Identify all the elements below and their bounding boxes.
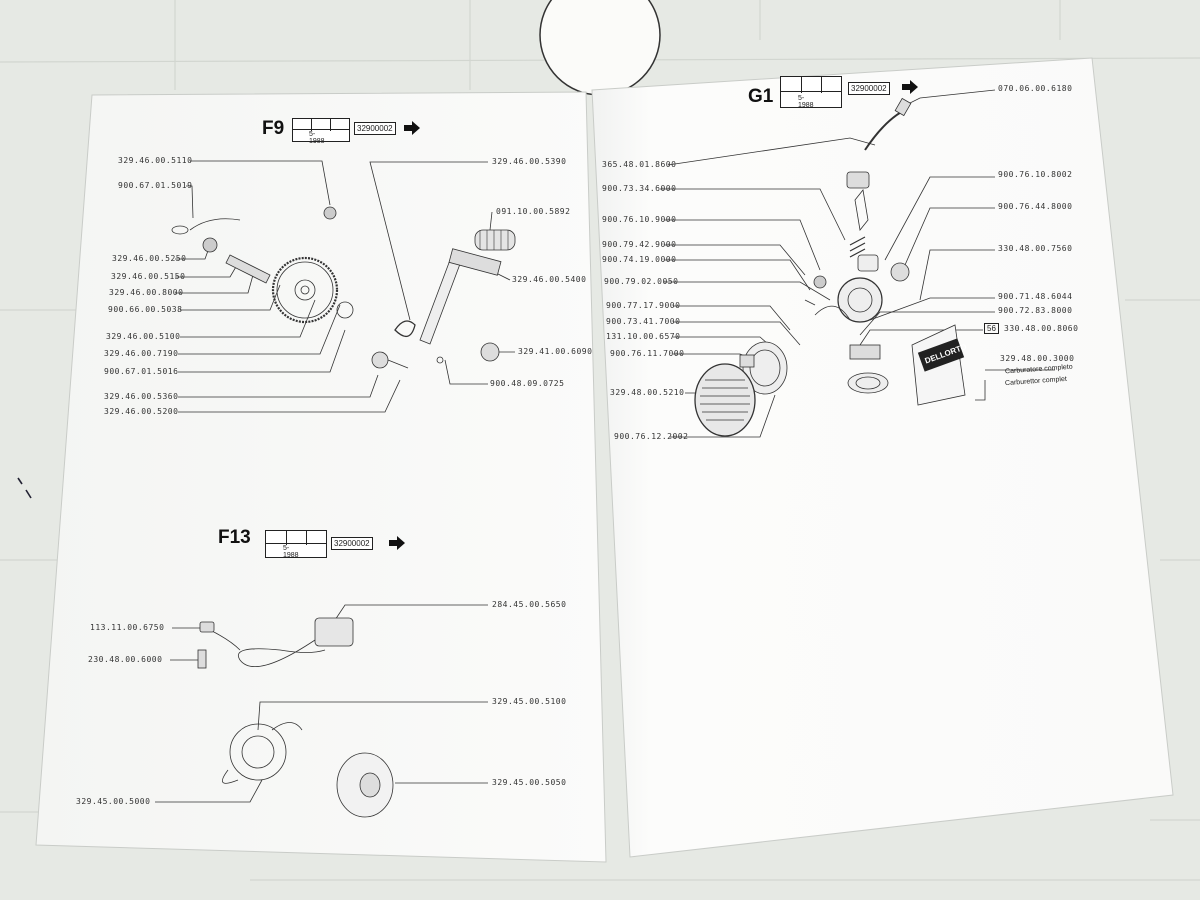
part-number: 329.46.00.5400 <box>512 275 587 284</box>
part-number: 329.45.00.5000 <box>76 797 151 806</box>
part-number: 329.45.00.5100 <box>492 697 567 706</box>
part-number: 329.46.00.5360 <box>104 392 179 401</box>
right-page <box>591 57 1174 858</box>
part-number: 900.67.01.5019 <box>118 181 193 190</box>
header-grid <box>780 76 842 108</box>
part-number: 900.76.11.7000 <box>610 349 685 358</box>
part-number: 284.45.00.5650 <box>492 600 567 609</box>
part-number: 900.71.48.6044 <box>998 292 1073 301</box>
part-number: 329.45.00.5050 <box>492 778 567 787</box>
part-number: 900.67.01.5016 <box>104 367 179 376</box>
part-number: 329.46.00.5250 <box>112 254 187 263</box>
part-number: 329.46.00.8000 <box>109 288 184 297</box>
frame-code: 32900002 <box>354 122 396 135</box>
arrow-right-icon <box>902 80 918 94</box>
part-number: 329.46.00.5100 <box>106 332 181 341</box>
part-number: 900.73.34.6000 <box>602 184 677 193</box>
part-number: 900.72.83.8000 <box>998 306 1073 315</box>
part-number: 900.79.02.0050 <box>604 277 679 286</box>
part-number: 900.76.10.8002 <box>998 170 1073 179</box>
part-number: 330.48.00.7560 <box>998 244 1073 253</box>
header-grid <box>265 530 327 558</box>
section-title-f13: F13 <box>218 527 251 548</box>
part-number: 329.46.00.5200 <box>104 407 179 416</box>
header-date: 5-1988 <box>798 95 814 109</box>
part-number: 900.48.09.0725 <box>490 379 565 388</box>
section-title-g1: G1 <box>748 86 774 107</box>
frame-code: 32900002 <box>848 82 890 95</box>
part-number: 329.46.00.5150 <box>111 272 186 281</box>
part-number: 329.48.00.5210 <box>610 388 685 397</box>
quantity-badge: 56 <box>984 323 999 334</box>
header-date: 5-1988 <box>309 131 325 145</box>
assembly-code: 329.48.00.3000 <box>1000 354 1075 363</box>
part-number: 131.10.00.6570 <box>606 332 681 341</box>
header-grid <box>292 118 350 142</box>
part-number: 900.76.44.8000 <box>998 202 1073 211</box>
section-title-f9: F9 <box>262 118 285 139</box>
part-number: 900.66.00.5038 <box>108 305 183 314</box>
part-number: 113.11.00.6750 <box>90 623 165 632</box>
part-number: 329.46.00.7190 <box>104 349 179 358</box>
part-number: 070.06.00.6180 <box>998 84 1073 93</box>
part-number: 329.46.00.5390 <box>492 157 567 166</box>
header-date: 5-1988 <box>283 545 299 559</box>
arrow-right-icon <box>404 121 420 135</box>
part-number: 900.76.12.2002 <box>614 432 689 441</box>
part-number: 230.48.00.6000 <box>88 655 163 664</box>
part-number: 900.77.17.9000 <box>606 301 681 310</box>
frame-code: 32900002 <box>331 537 373 550</box>
part-number: 900.76.10.9000 <box>602 215 677 224</box>
arrow-right-icon <box>389 536 405 550</box>
part-number: 091.10.00.5892 <box>496 207 571 216</box>
part-number: 900.74.19.0000 <box>602 255 677 264</box>
part-number: 329.46.00.5110 <box>118 156 193 165</box>
left-page <box>35 91 607 863</box>
part-number: 329.41.00.6090 <box>518 347 593 356</box>
part-number: 365.48.01.8600 <box>602 160 677 169</box>
part-number: 330.48.00.8060 <box>1004 324 1079 333</box>
part-number: 900.73.41.7000 <box>606 317 681 326</box>
part-number: 900.79.42.9000 <box>602 240 677 249</box>
